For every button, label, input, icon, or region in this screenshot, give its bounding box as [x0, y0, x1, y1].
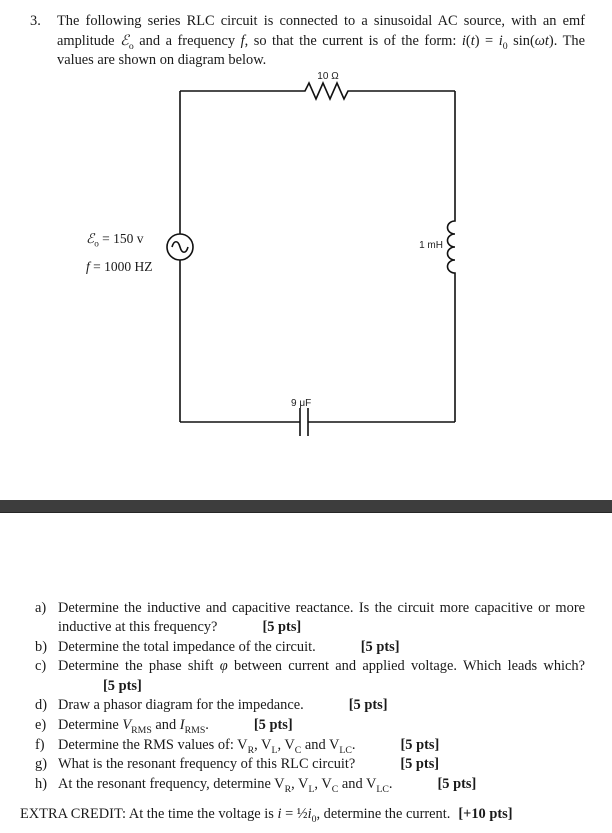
question-text: Determine the total impedance of the cir… — [58, 638, 400, 655]
question-letter: g) — [35, 756, 47, 773]
question-item: g) What is the resonant frequency of thi… — [35, 755, 585, 775]
resistor-symbol — [180, 80, 455, 101]
question-item: h) At the resonant frequency, determine … — [35, 775, 585, 795]
question-text: What is the resonant frequency of this R… — [58, 756, 440, 773]
problem-statement: 3. The following series RLC circuit is c… — [30, 12, 585, 71]
question-item: e) Determine VRMS and IRMS.[5 pts] — [35, 716, 585, 736]
question-text: Determine VRMS and IRMS.[5 pts] — [58, 717, 293, 736]
capacitor-symbol — [180, 407, 455, 436]
extra-credit-line: EXTRA CREDIT: At the time the voltage is… — [20, 805, 585, 825]
problem-number: 3. — [30, 13, 41, 29]
circuit-schematic — [166, 80, 456, 436]
question-letter: a) — [35, 599, 47, 616]
question-letter: h) — [35, 775, 47, 792]
frequency-label: f = 1000 HZ — [86, 258, 153, 274]
question-item: d) Draw a phasor diagram for the impedan… — [35, 696, 585, 716]
question-letter: d) — [35, 697, 47, 714]
points-badge: [5 pts] — [400, 756, 440, 773]
inductor-value-label: 1 mH — [419, 239, 443, 251]
question-letter: e) — [35, 717, 47, 734]
question-letter: f) — [35, 736, 45, 753]
question-text: Determine the RMS values of: VR, VL, VC … — [58, 736, 440, 756]
points-badge: [5 pts] — [103, 677, 142, 694]
question-letter: c) — [35, 658, 47, 675]
question-item: b) Determine the total impedance of the … — [35, 638, 585, 658]
points-badge: [5 pts] — [360, 638, 400, 655]
resistor-value-label: 10 Ω — [317, 70, 339, 82]
question-item: c) Determine the phase shift φ between c… — [35, 657, 585, 696]
question-letter: b) — [35, 638, 47, 655]
questions-section: a) Determine the inductive and capacitiv… — [35, 599, 585, 795]
inductor-symbol — [446, 90, 456, 422]
points-badge: [5 pts] — [437, 775, 477, 792]
ac-source-symbol — [166, 232, 194, 261]
question-item: f) Determine the RMS values of: VR, VL, … — [35, 736, 585, 756]
question-text: At the resonant frequency, determine VR,… — [58, 775, 477, 795]
points-badge: [5 pts] — [348, 697, 388, 714]
capacitor-value-label: 9 μF — [291, 397, 312, 409]
points-badge: [5 pts] — [262, 619, 302, 636]
question-item: a) Determine the inductive and capacitiv… — [35, 599, 585, 638]
emf-amplitude-label: ℰo = 150 v — [86, 230, 144, 249]
question-text: Determine the phase shift φ between curr… — [58, 658, 585, 694]
extra-credit-text: EXTRA CREDIT: At the time the voltage is… — [20, 806, 451, 826]
extra-credit-points-badge: [+10 pts] — [458, 806, 513, 823]
page-break-bar — [0, 499, 612, 513]
question-text: Draw a phasor diagram for the impedance.… — [58, 697, 388, 714]
points-badge: [5 pts] — [253, 717, 293, 734]
points-badge: [5 pts] — [400, 736, 440, 753]
question-text: Determine the inductive and capacitive r… — [58, 599, 585, 636]
circuit-diagram: 10 Ω 1 mH 9 μF ℰo = 150 v f = 1000 HZ — [0, 71, 612, 500]
problem-intro-text: The following series RLC circuit is conn… — [57, 13, 585, 68]
